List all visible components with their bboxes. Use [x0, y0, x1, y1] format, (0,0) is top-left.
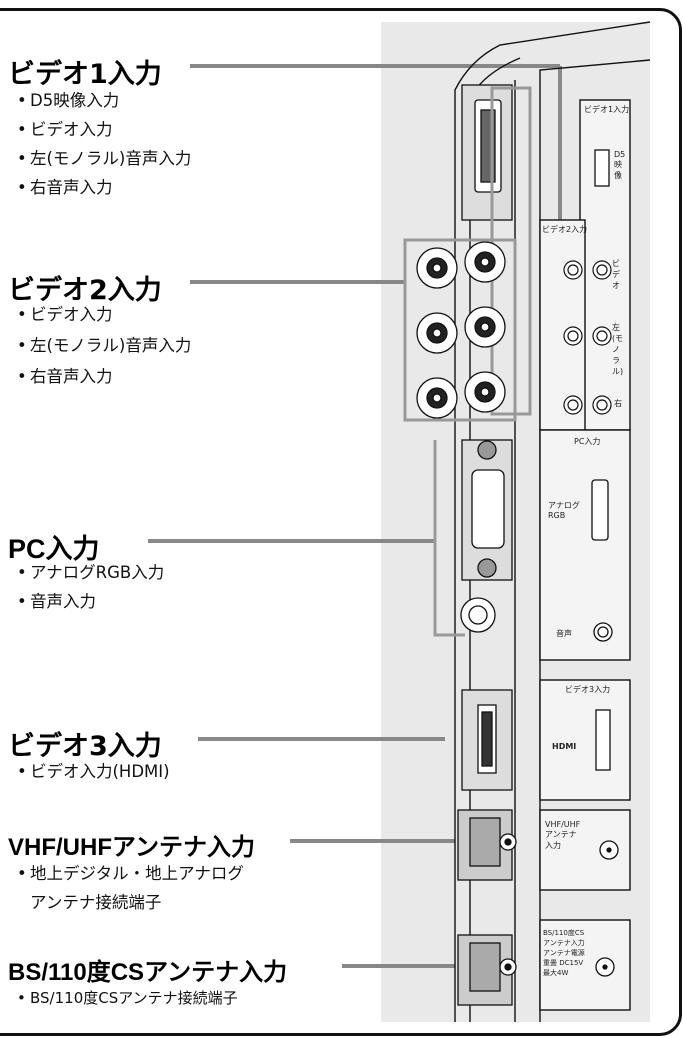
item-video2-video: ビデオ入力 — [17, 306, 112, 324]
item-video1-d5: D5映像入力 — [17, 92, 119, 110]
item-video2-right: 右音声入力 — [17, 368, 112, 386]
bs-cs-connector — [457, 934, 615, 1006]
vhf-connector — [457, 809, 619, 881]
item-video1-left: 左(モノラル)音声入力 — [17, 150, 191, 168]
heading-pc: PC入力 — [8, 534, 100, 564]
item-video1-right: 右音声入力 — [17, 179, 112, 197]
item-pc-rgb: アナログRGB入力 — [17, 564, 164, 582]
heading-vhf-uhf: VHF/UHFアンテナ入力 — [8, 834, 256, 861]
heading-video1: ビデオ1入力 — [8, 59, 162, 90]
heading-bs-cs: BS/110度CSアンテナ入力 — [8, 959, 288, 986]
panel-label-video2: ビデオ2入力 — [542, 225, 588, 234]
panel-label-video: ビデオ — [612, 259, 620, 290]
heading-video2: ビデオ2入力 — [8, 275, 162, 306]
panel-label-vhf: VHF/UHF アンテナ 入力 — [545, 820, 581, 850]
item-bs-terminal: BS/110度CSアンテナ接続端子 — [17, 991, 238, 1007]
item-video2-left: 左(モノラル)音声入力 — [17, 337, 191, 355]
panel-label-d5: D5映像 — [614, 150, 626, 180]
panel-rca-icons — [563, 260, 612, 415]
item-video1-video: ビデオ入力 — [17, 121, 112, 139]
item-video3-hdmi: ビデオ入力(HDMI) — [17, 763, 170, 781]
item-pc-audio: 音声入力 — [17, 593, 96, 611]
panel-outline — [454, 21, 651, 1022]
panel-label-left: 左(モノラル) — [612, 323, 624, 376]
panel-label-right: 右 — [614, 399, 622, 408]
heading-video3: ビデオ3入力 — [8, 731, 162, 762]
panel-label-video1: ビデオ1入力 — [584, 105, 630, 114]
hdmi-connector — [461, 689, 611, 791]
panel-label-pc: PC入力 — [574, 437, 601, 446]
pc-audio-jack — [460, 597, 613, 642]
item-vhf-terminal: アンテナ接続端子 — [30, 893, 162, 912]
panel-label-hdmi: HDMI — [552, 742, 577, 751]
rca-jacks-video2 — [416, 241, 506, 419]
vga-connector — [461, 439, 609, 581]
panel-label-audio: 音声 — [556, 629, 572, 638]
panel-label-video3: ビデオ3入力 — [565, 685, 611, 694]
panel-label-bs: BS/110度CS アンテナ入力 アンテナ電源重畳 DC15V 最大4W — [543, 929, 585, 977]
d5-jack — [461, 84, 610, 221]
item-vhf-digital: 地上デジタル・地上アナログ — [17, 865, 244, 883]
leader-lines — [148, 64, 562, 968]
panel-label-analog: アナログ RGB — [548, 501, 580, 520]
